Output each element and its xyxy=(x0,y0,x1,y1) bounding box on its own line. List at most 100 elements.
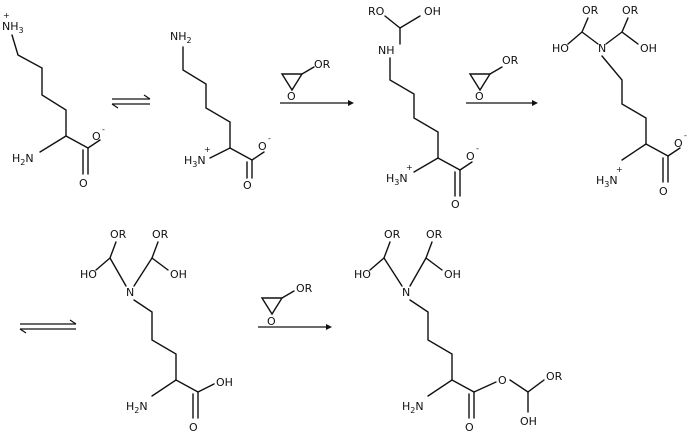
alpha-c-n-bond xyxy=(621,143,647,161)
alpha-c-carboxyl-bond xyxy=(451,379,475,393)
di-adduct-zwitterion: OR OR HO OH N H3N + O - O xyxy=(552,4,687,198)
oh-label: OH xyxy=(170,268,187,281)
left-hemiacetal-bonds xyxy=(567,17,589,45)
ester-hemiacetal-bonds xyxy=(527,379,545,413)
or-label-right: OR xyxy=(152,228,169,241)
h3n-label: H3N xyxy=(596,174,618,189)
right-hemiacetal-bonds xyxy=(425,241,443,271)
plus-charge: + xyxy=(3,11,10,20)
side-chain-bonds xyxy=(11,34,67,137)
nh2-label: NH2 xyxy=(170,30,192,45)
h2n-label: H2N xyxy=(402,400,424,415)
o-label: O xyxy=(243,179,252,192)
side-chain-bonds xyxy=(389,57,439,159)
reaction-arrow-2 xyxy=(466,100,538,106)
carboxylate-bond xyxy=(459,161,473,171)
left-hemiacetal-bonds xyxy=(369,241,391,271)
alpha-c-n-bond xyxy=(209,147,231,159)
o-minus-label: O xyxy=(92,130,101,143)
o-label: O xyxy=(451,198,460,211)
h3n-label: H3N xyxy=(386,172,408,187)
c-o-ester-bond xyxy=(473,381,497,393)
left-ch-n-bond xyxy=(109,257,127,287)
or-label-left: OR xyxy=(110,228,127,241)
minus-charge: - xyxy=(102,125,105,134)
left-ch-n-bond xyxy=(581,31,599,45)
left-hemiacetal-bonds xyxy=(95,241,117,271)
alpha-c-n-bond xyxy=(151,379,177,397)
o-minus-label: O xyxy=(258,140,267,153)
plus-charge: + xyxy=(406,163,413,172)
svg-text:O: O xyxy=(475,90,484,103)
c-oh-bond xyxy=(197,383,215,393)
right-ch-n-bond xyxy=(133,257,153,287)
alpha-c-carboxyl-bond xyxy=(645,143,669,157)
ester-product: OR OR HO OH N H2N O OR OH O xyxy=(354,228,563,434)
right-ch-n-bond xyxy=(409,257,427,287)
or-label-ester: OR xyxy=(546,370,563,383)
o-minus-label: O xyxy=(466,150,475,163)
epoxide-reagent-2: OR O xyxy=(468,54,519,103)
side-chain-bonds xyxy=(601,55,647,145)
mono-adduct: RO OH NH H3N + O - O xyxy=(368,5,479,211)
oh-label: OH xyxy=(640,42,657,55)
ho-label: HO xyxy=(552,42,569,55)
n-label: N xyxy=(598,42,606,55)
or-label-left: OR xyxy=(384,228,401,241)
h3n-label: H3N xyxy=(184,154,206,169)
n-label: N xyxy=(126,286,134,299)
epoxide-reagent-1: OR O xyxy=(280,58,331,103)
o-label: O xyxy=(465,421,474,434)
or-label-right: OR xyxy=(622,4,639,17)
minus-charge: - xyxy=(268,134,271,143)
alpha-c-carboxyl-bond xyxy=(229,147,253,161)
hemiacetal-bonds xyxy=(384,15,421,29)
svg-text:O: O xyxy=(287,90,296,103)
alpha-c-carboxyl-bond xyxy=(175,379,199,393)
ho-label: HO xyxy=(80,268,97,281)
or-label-left: OR xyxy=(582,4,599,17)
alpha-c-carboxyl-bond xyxy=(437,157,461,171)
o-ch-ester-bond xyxy=(509,379,529,393)
equilibrium-arrow-1 xyxy=(111,94,151,109)
ho-label: HO xyxy=(354,268,371,281)
right-hemiacetal-bonds xyxy=(151,241,169,271)
alpha-c-carboxyl-bond xyxy=(65,135,89,149)
side-chain-bonds xyxy=(409,299,453,381)
carboxylate-bond xyxy=(87,139,101,149)
ro-label: RO xyxy=(368,5,385,18)
oh-label: OH xyxy=(424,5,441,18)
side-chain-bonds xyxy=(182,46,231,149)
alpha-c-n-bond xyxy=(39,135,67,153)
lysine-zwitterion-2: NH2 H3N + O - O xyxy=(170,30,271,192)
nh3-label: NH3 xyxy=(2,20,24,35)
nh-label: NH xyxy=(378,44,395,57)
minus-charge: - xyxy=(684,131,687,140)
h2n-label: H2N xyxy=(12,152,34,167)
epoxide-reagent-3: OR O xyxy=(260,282,313,328)
o-label: O xyxy=(79,177,88,190)
right-ch-n-bond xyxy=(605,31,623,45)
alpha-c-n-bond xyxy=(427,379,453,397)
left-ch-n-bond xyxy=(383,257,403,287)
minus-charge: - xyxy=(476,144,479,153)
h2n-label: H2N xyxy=(126,400,148,415)
reaction-arrow-1 xyxy=(280,100,354,106)
o-label: O xyxy=(189,421,198,434)
right-hemiacetal-bonds xyxy=(621,17,639,45)
carboxylate-bond xyxy=(251,151,265,161)
oh-label-ester: OH xyxy=(520,415,537,428)
di-adduct-acid: OR OR HO OH N H2N OH O xyxy=(80,228,233,434)
oh-label: OH xyxy=(444,268,461,281)
svg-text:OR: OR xyxy=(296,282,313,295)
plus-charge: + xyxy=(616,165,623,174)
carboxylate-bond xyxy=(667,147,681,157)
o-label: O xyxy=(659,185,668,198)
ester-o-label: O xyxy=(498,374,507,387)
o-minus-label: O xyxy=(674,137,683,150)
or-label-right: OR xyxy=(426,228,443,241)
svg-text:OR: OR xyxy=(314,58,331,71)
svg-text:O: O xyxy=(267,315,276,328)
side-chain-bonds xyxy=(133,299,177,381)
